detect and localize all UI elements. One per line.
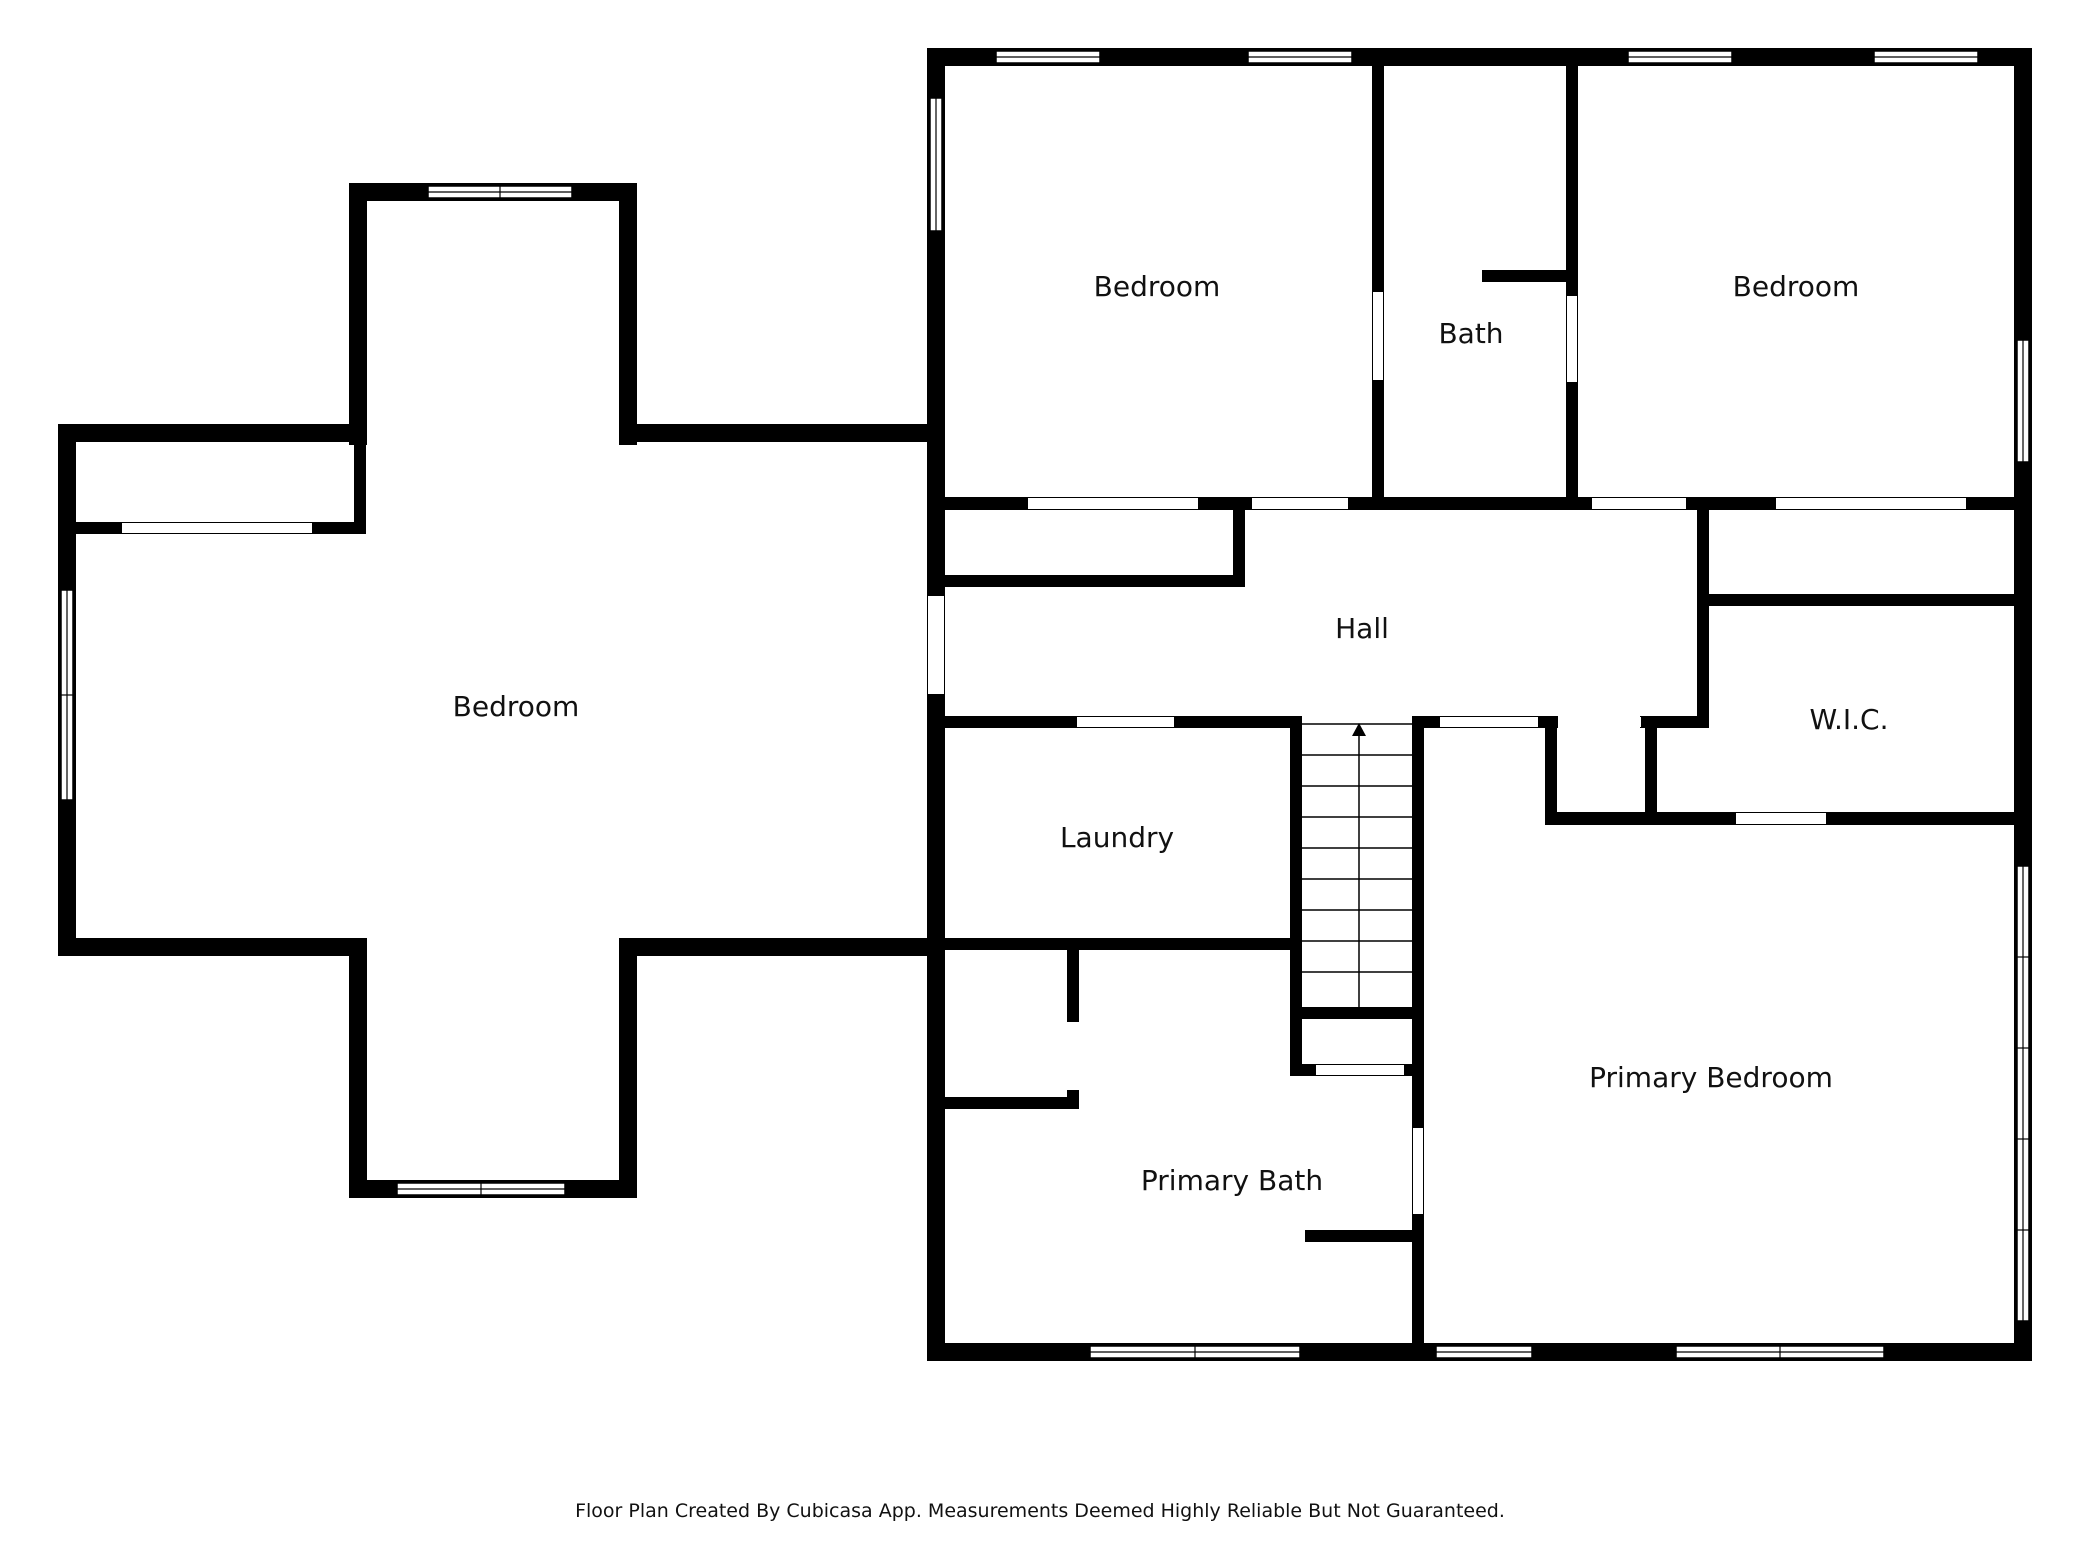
door-opening — [1736, 813, 1826, 824]
stair-up-arrow-icon — [1352, 723, 1366, 736]
wall — [1233, 505, 1245, 587]
door-opening — [1440, 717, 1538, 727]
wall — [349, 183, 367, 445]
wall — [619, 938, 637, 1198]
wall — [945, 497, 2014, 510]
door-openings — [928, 292, 1966, 1214]
wall — [1305, 1230, 1424, 1242]
staircase — [1302, 723, 1412, 1007]
door-opening — [1252, 498, 1348, 509]
wall — [945, 1097, 1079, 1109]
wall — [1296, 1007, 1420, 1019]
label-bedroom-north-right: Bedroom — [1733, 270, 1860, 303]
door-opening — [1592, 498, 1686, 509]
wall — [945, 575, 1245, 587]
windows — [60, 50, 2030, 1359]
label-primary-bath: Primary Bath — [1141, 1164, 1323, 1197]
wall — [1705, 594, 2014, 606]
wall — [1482, 270, 1572, 282]
wall — [1067, 1090, 1079, 1109]
wall — [354, 442, 366, 534]
door-opening — [1413, 1128, 1423, 1214]
label-laundry: Laundry — [1060, 821, 1174, 854]
wall — [927, 48, 2032, 66]
wall — [945, 938, 1296, 950]
wall — [1545, 716, 1557, 825]
door-opening — [1316, 1065, 1404, 1075]
wall — [1566, 66, 1578, 510]
wall — [1290, 716, 1302, 1076]
label-bedroom-north-left: Bedroom — [1094, 270, 1221, 303]
wall — [349, 938, 367, 1198]
door-opening — [1776, 498, 1966, 509]
label-bedroom-west: Bedroom — [453, 690, 580, 723]
wall — [58, 424, 367, 442]
door-opening — [1077, 717, 1174, 727]
wall — [58, 938, 367, 956]
label-wic: W.I.C. — [1810, 703, 1889, 736]
footer-disclaimer: Floor Plan Created By Cubicasa App. Meas… — [575, 1500, 1505, 1522]
wall — [1697, 505, 1709, 727]
label-primary-bedroom: Primary Bedroom — [1589, 1061, 1833, 1094]
label-hall: Hall — [1335, 612, 1389, 645]
floor-plan: Bedroom Bedroom Bath Bedroom Hall W.I.C.… — [58, 48, 2032, 1361]
door-opening — [928, 596, 944, 694]
wall — [619, 938, 939, 956]
room-labels: Bedroom Bedroom Bath Bedroom Hall W.I.C.… — [453, 270, 1889, 1197]
door-opening — [1373, 292, 1383, 380]
door-opening — [1028, 498, 1198, 509]
wall — [1412, 716, 1424, 1343]
label-bath: Bath — [1438, 317, 1503, 350]
wall — [619, 183, 637, 445]
wall — [1640, 716, 1709, 728]
closet-door-opening — [122, 523, 312, 533]
wall — [619, 424, 939, 442]
door-opening — [1563, 717, 1641, 727]
wall — [927, 48, 945, 1361]
door-opening — [1567, 296, 1577, 382]
wall — [1067, 950, 1079, 1022]
wall — [1645, 716, 1657, 825]
wall — [1372, 66, 1384, 510]
